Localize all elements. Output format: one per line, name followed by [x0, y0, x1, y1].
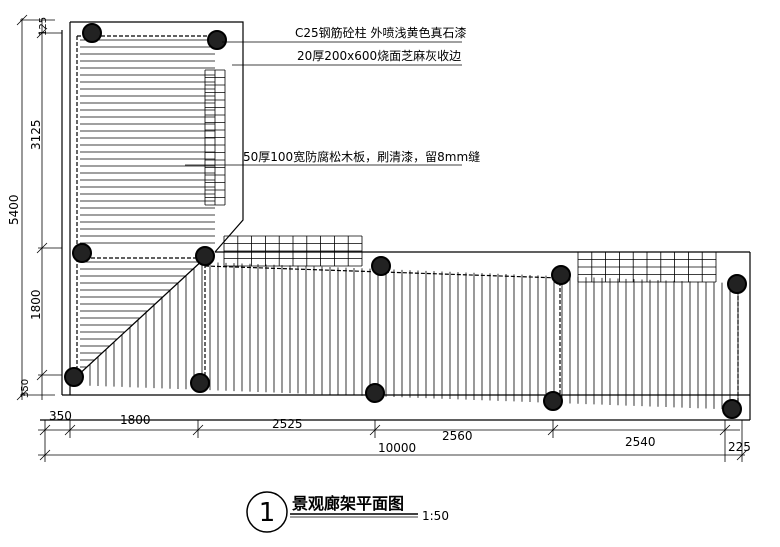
column-6 [551, 265, 571, 285]
dim-left-bottom-small: 350 [20, 379, 31, 398]
column-2 [207, 30, 227, 50]
dim-left-upper: 3125 [29, 119, 43, 150]
left-slash-3 [36, 27, 48, 39]
dim-left-total: 5400 [7, 194, 21, 225]
columns [64, 23, 747, 419]
dim-left-lower: 1800 [29, 289, 43, 320]
dim-bottom-total: 10000 [378, 441, 416, 455]
dim-left-top-small: 125 [38, 17, 49, 36]
leaders [185, 41, 462, 166]
left-slash-1 [16, 14, 28, 26]
column-12 [722, 399, 742, 419]
bottom-slash-5 [547, 424, 559, 436]
bottom-slash-3 [192, 424, 204, 436]
bottom-slash-6 [719, 424, 731, 436]
title-scale: 1:50 [422, 509, 449, 523]
title-number: 1 [259, 498, 276, 528]
left-slash-4 [36, 242, 48, 254]
column-1 [82, 23, 102, 43]
column-10 [365, 383, 385, 403]
bottom-dim-lines [38, 420, 748, 462]
dim-bottom-2525: 2525 [272, 417, 303, 431]
annotation-column: C25钢筋砼柱 外喷浅黄色真石漆 [295, 25, 466, 40]
dim-bottom-2540: 2540 [625, 435, 656, 449]
dim-bottom-1800: 1800 [120, 413, 151, 427]
left-slash-2 [16, 389, 28, 401]
dim-bottom-350: 350 [49, 409, 72, 423]
title-number-circle [246, 491, 288, 533]
dim-bottom-2560: 2560 [442, 429, 473, 443]
column-3 [72, 243, 92, 263]
column-8 [64, 367, 84, 387]
annotation-beam: 20厚200x600烧面芝麻灰收边 [297, 48, 461, 63]
bottom-slash-1 [39, 424, 51, 436]
title-name: 景观廊架平面图 [292, 494, 404, 513]
column-7 [727, 274, 747, 294]
horizontal-arm-slats [89, 260, 739, 410]
annotation-slat: 50厚100宽防腐松木板，刷清漆，留8mm缝 [243, 149, 480, 164]
bottom-slash-2 [64, 424, 76, 436]
left-dim-lines [16, 14, 62, 401]
vertical-arm-slats [79, 39, 215, 375]
bottom-slash-8 [736, 449, 748, 461]
left-slash-5 [36, 369, 48, 381]
bottom-slash-4 [369, 424, 381, 436]
bottom-slash-7 [39, 449, 51, 461]
ledger-blocks [204, 69, 717, 283]
vertical-arm-outline [70, 21, 244, 253]
dim-bottom-225: 225 [728, 440, 751, 454]
column-4 [195, 246, 215, 266]
column-5 [371, 256, 391, 276]
column-11 [543, 391, 563, 411]
column-9 [190, 373, 210, 393]
